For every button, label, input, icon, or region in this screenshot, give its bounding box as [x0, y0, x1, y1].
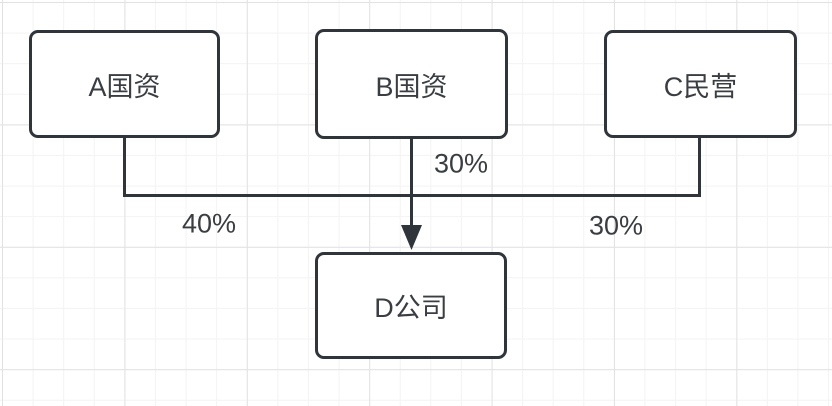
node-c-minying[interactable]: C民营 [604, 30, 797, 138]
edge-b-to-d[interactable] [401, 137, 422, 250]
node-d-company[interactable]: D公司 [315, 252, 507, 359]
arrowhead-icon [401, 225, 422, 250]
edge-a-c-bus-line[interactable] [123, 136, 701, 197]
edge-label-b-percent: 30% [433, 148, 489, 179]
node-d-label: D公司 [374, 293, 448, 323]
node-a-guozi[interactable]: A国资 [29, 30, 220, 138]
edge-label-a-percent: 40% [181, 208, 237, 239]
edge-label-c-percent: 30% [588, 210, 644, 241]
node-b-guozi[interactable]: B国资 [315, 29, 508, 139]
node-b-label: B国资 [375, 71, 448, 102]
node-a-label: A国资 [88, 71, 161, 102]
node-c-label: C民营 [663, 71, 738, 102]
